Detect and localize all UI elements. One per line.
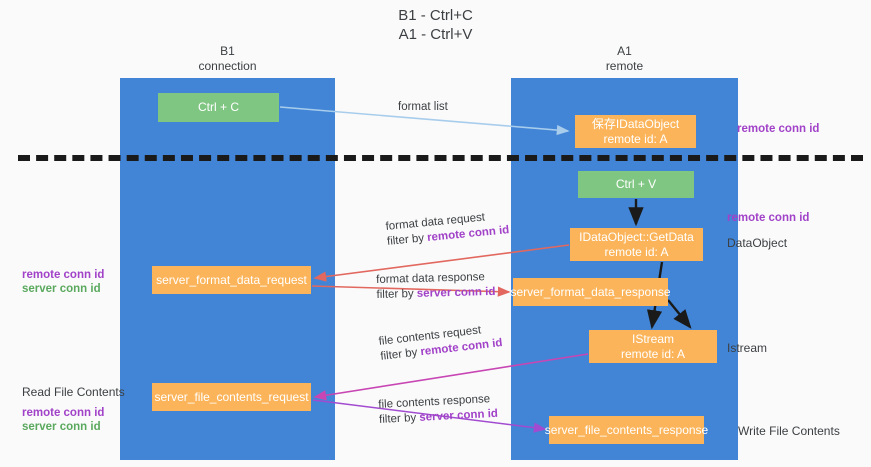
lane-header-a1: A1 remote	[511, 44, 738, 74]
node-ctrl-c[interactable]: Ctrl + C	[158, 93, 279, 122]
node-save-idataobject-line2: remote id: A	[603, 131, 668, 146]
annotation-istream: Istream	[727, 341, 768, 355]
node-getdata-line2: remote id: A	[604, 244, 669, 259]
annotation-server-conn-id-left-1: server conn id	[22, 283, 101, 295]
node-ctrl-v-label: Ctrl + V	[615, 177, 657, 191]
annotation-left-conn-ids-bottom: Read File Contents remote conn id server…	[22, 385, 125, 434]
page-title: B1 - Ctrl+C A1 - Ctrl+V	[0, 6, 871, 44]
edge-label-format-list: format list	[398, 100, 448, 115]
node-save-idataobject-line1: 保存IDataObject	[591, 116, 680, 131]
node-ctrl-v[interactable]: Ctrl + V	[578, 171, 694, 198]
lane-b1-subtitle: connection	[198, 59, 257, 73]
node-istream[interactable]: IStream remote id: A	[589, 330, 717, 363]
edge-label-format-data-request: format data request filter by remote con…	[385, 208, 510, 250]
node-server-format-data-response[interactable]: server_format_data_response	[510, 278, 671, 306]
node-server-file-contents-request-label: server_file_contents_request	[154, 389, 309, 404]
edge-label-file-contents-response: file contents response filter by server …	[378, 392, 498, 428]
annotation-remote-conn-id-left-1: remote conn id	[22, 269, 105, 281]
annotation-read-file-contents: Read File Contents	[22, 385, 125, 399]
lane-a1-name: A1	[617, 44, 632, 58]
annotation-dataobject: DataObject	[727, 236, 788, 250]
edge-label-format-data-response: format data response filter by server co…	[376, 270, 496, 303]
filter-prefix: filter by	[379, 346, 422, 363]
node-getdata-line1: IDataObject::GetData	[579, 229, 694, 244]
node-server-file-contents-response-label: server_file_contents_response	[544, 422, 709, 437]
node-istream-line2: remote id: A	[620, 346, 686, 361]
lane-a1-subtitle: remote	[605, 59, 644, 73]
lane-b1-name: B1	[220, 44, 235, 58]
title-line-1: B1 - Ctrl+C	[398, 7, 473, 24]
annotation-write-file-contents: Write File Contents	[738, 424, 840, 438]
node-server-format-data-response-label: server_format_data_response	[510, 284, 671, 299]
node-server-format-data-request-label: server_format_data_request	[156, 272, 307, 287]
edge-label-format-list-text: format list	[398, 101, 448, 113]
filter-prefix: filter by	[378, 411, 420, 426]
edge-label-file-contents-request: file contents request filter by remote c…	[378, 321, 503, 365]
phase-separator	[18, 155, 863, 161]
annotation-remote-conn-id-top: remote conn id	[737, 123, 820, 135]
edge-label-format-data-response-filter: filter by server conn id	[376, 285, 495, 303]
node-server-file-contents-response[interactable]: server_file_contents_response	[545, 416, 708, 444]
node-server-format-data-request[interactable]: server_format_data_request	[152, 266, 311, 294]
filter-prefix: filter by	[376, 287, 417, 301]
filter-key: server conn id	[416, 285, 496, 300]
annotation-remote-conn-id-left-2: remote conn id	[22, 407, 105, 419]
node-ctrl-c-label: Ctrl + C	[197, 100, 239, 114]
filter-prefix: filter by	[386, 232, 428, 248]
node-server-file-contents-request[interactable]: server_file_contents_request	[152, 383, 311, 411]
node-idataobject-getdata[interactable]: IDataObject::GetData remote id: A	[570, 228, 703, 261]
annotation-remote-conn-id-mid: remote conn id	[727, 212, 810, 224]
annotation-left-conn-ids-top: remote conn id server conn id	[22, 268, 104, 296]
filter-key: server conn id	[419, 407, 499, 424]
lane-header-b1: B1 connection	[120, 44, 335, 74]
annotation-server-conn-id-left-2: server conn id	[22, 421, 101, 433]
node-istream-line1: IStream	[631, 331, 674, 346]
title-line-2: A1 - Ctrl+V	[398, 26, 473, 43]
node-save-idataobject[interactable]: 保存IDataObject remote id: A	[575, 115, 696, 148]
